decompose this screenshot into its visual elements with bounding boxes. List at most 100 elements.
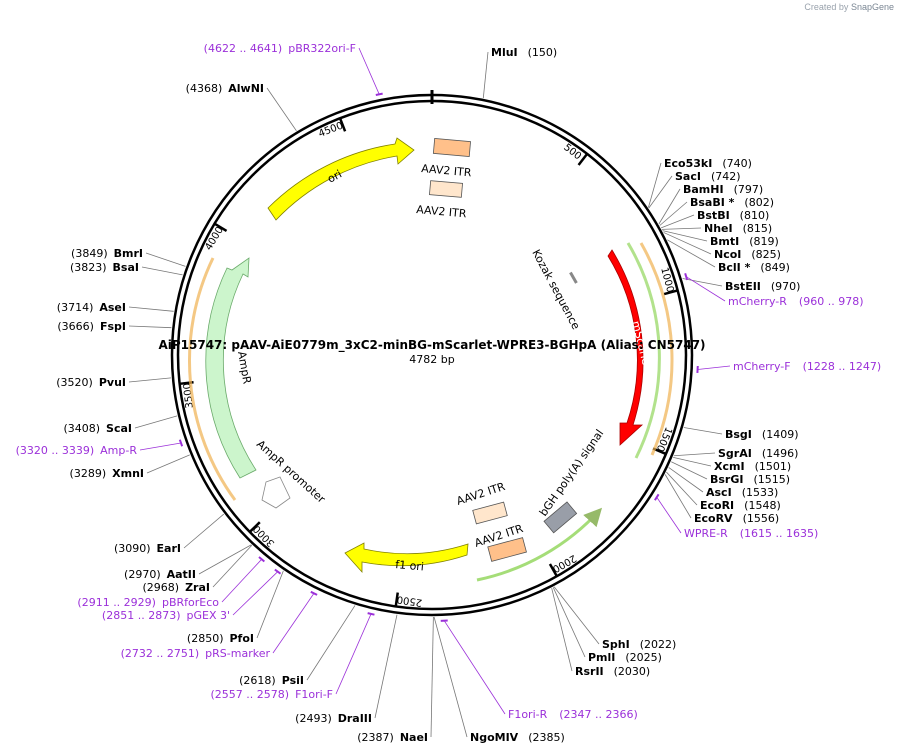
enzyme-position: (1496) [762, 447, 799, 460]
enzyme-position: (2850) [187, 632, 224, 645]
enzyme-site-label: BclI *(849) [718, 261, 790, 274]
primer-name: F1ori-R [508, 708, 548, 721]
enzyme-position: (2030) [614, 665, 651, 678]
primer-label: mCherry-F (1228 .. 1247) [733, 360, 881, 373]
enzyme-site-label: BstEII(970) [725, 280, 800, 293]
orf-arc-left-orange [188, 257, 237, 501]
enzyme-name: EcoRI [700, 499, 734, 512]
enzyme-name: SgrAI [718, 447, 752, 460]
enzyme-site-label: (3849)BmrI [71, 247, 143, 260]
enzyme-site-label: (3823)BsaI [70, 261, 139, 274]
enzyme-leader-line [128, 306, 174, 312]
enzyme-leader-line [664, 474, 692, 519]
enzyme-leader-line [212, 544, 253, 588]
enzyme-leader-line [306, 605, 356, 681]
enzyme-name: SphI [602, 638, 630, 651]
primer-leader-line [335, 613, 372, 695]
enzyme-leader-line [668, 467, 704, 493]
primer-range: (1228 .. 1247) [803, 360, 882, 373]
enzyme-site-label: (2968)ZraI [143, 581, 211, 594]
primer-name: F1ori-F [295, 688, 333, 701]
enzyme-site-label: (2970)AatII [124, 568, 196, 581]
enzyme-position: (3714) [57, 301, 94, 314]
enzyme-name: NgoMIV [470, 731, 519, 744]
site-annotations: MluI(150)Eco53kI(740)SacI(742)BamHI(797)… [16, 42, 882, 744]
enzyme-position: (2387) [357, 731, 394, 744]
enzyme-position: (797) [734, 183, 764, 196]
enzyme-position: (825) [751, 248, 781, 261]
enzyme-position: (2025) [625, 651, 662, 664]
enzyme-position: (3408) [63, 422, 100, 435]
tick-mark [663, 289, 678, 296]
tick-mark [394, 592, 399, 607]
orf-arc-orange [639, 242, 674, 456]
primer-range: (960 .. 978) [799, 295, 864, 308]
tick-mark [577, 153, 589, 166]
f1-ori-label: f1 ori [395, 558, 425, 573]
enzyme-position: (2618) [239, 674, 276, 687]
itr-top-2-label: AAV2 ITR [416, 203, 468, 220]
enzyme-name: AatII [167, 568, 196, 581]
enzyme-name: PsiI [282, 674, 304, 687]
enzyme-site-label: EcoRV(1556) [694, 512, 779, 525]
enzyme-name: BstEII [725, 280, 761, 293]
primer-name: mCherry-F [733, 360, 791, 373]
primer-name: pGEX 3' [186, 609, 230, 622]
enzyme-site-label: BsgI(1409) [725, 428, 798, 441]
enzyme-site-label: AscI(1533) [706, 486, 778, 499]
plasmid-length: 4782 bp [409, 353, 454, 366]
enzyme-name: PfoI [230, 632, 255, 645]
enzyme-site-label: (2850) PfoI [187, 632, 254, 645]
enzyme-site-label: (4368)AlwNI [186, 82, 264, 95]
tick-mark [548, 563, 558, 577]
ori-arrow [267, 137, 415, 221]
primer-name: pBRforEco [162, 596, 219, 609]
primer-leader-line [358, 47, 380, 95]
enzyme-site-label: (2387)NaeI [357, 731, 428, 744]
enzyme-leader-line [198, 544, 252, 575]
itr-box-top-2 [429, 180, 463, 198]
enzyme-leader-line [673, 456, 712, 467]
enzyme-site-label: NcoI(825) [714, 248, 781, 261]
ampr-arrow [205, 257, 257, 479]
primer-mark [684, 273, 689, 281]
enzyme-leader-line [648, 175, 673, 209]
tick-label: 500 [561, 142, 583, 162]
enzyme-leader-line [553, 586, 600, 645]
plasmid-title: AiP15747: pAAV-AiE0779m_3xC2-minBG-mScar… [158, 338, 705, 353]
enzyme-name: BsgI [725, 428, 752, 441]
enzyme-site-label: (3520)PvuI [56, 376, 126, 389]
enzyme-name: Eco53kI [664, 157, 712, 170]
primer-range: (4622 .. 4641) [204, 42, 283, 55]
bgh-box [543, 501, 578, 534]
enzyme-leader-line [662, 230, 708, 242]
enzyme-leader-line [141, 266, 183, 276]
ori-label: ori [325, 167, 344, 185]
enzyme-site-label: BmtI(819) [710, 235, 779, 248]
tick-mark [213, 222, 228, 232]
ampr-label: AmpR [235, 350, 254, 385]
enzyme-leader-line [661, 227, 702, 230]
enzyme-position: (3666) [57, 320, 94, 333]
enzyme-leader-line [128, 325, 172, 329]
itr-box-top-1 [432, 138, 471, 157]
enzyme-name: XmnI [112, 467, 144, 480]
enzyme-name: ZraI [185, 581, 210, 594]
enzyme-leader-line [673, 452, 716, 457]
primer-label: (2911 .. 2929)pBRforEco [77, 596, 219, 609]
primer-label: (2732 .. 2751)pRS-marker [121, 647, 271, 660]
itr-top-1-label: AAV2 ITR [421, 162, 473, 179]
enzyme-name: SacI [675, 170, 701, 183]
kozak-box [569, 271, 578, 284]
enzyme-name: BsaI [113, 261, 139, 274]
enzyme-name: AlwNI [228, 82, 264, 95]
enzyme-site-label: (3408)ScaI [63, 422, 132, 435]
enzyme-name: EarI [157, 542, 181, 555]
enzyme-leader-line [663, 232, 712, 255]
enzyme-leader-line [430, 616, 434, 738]
enzyme-name: MluI [491, 46, 518, 59]
enzyme-site-label: BsrGI(1515) [710, 473, 790, 486]
primer-range: (2732 .. 2751) [121, 647, 200, 660]
enzyme-site-label: (3289)XmnI [70, 467, 144, 480]
enzyme-leader-line [134, 415, 178, 429]
